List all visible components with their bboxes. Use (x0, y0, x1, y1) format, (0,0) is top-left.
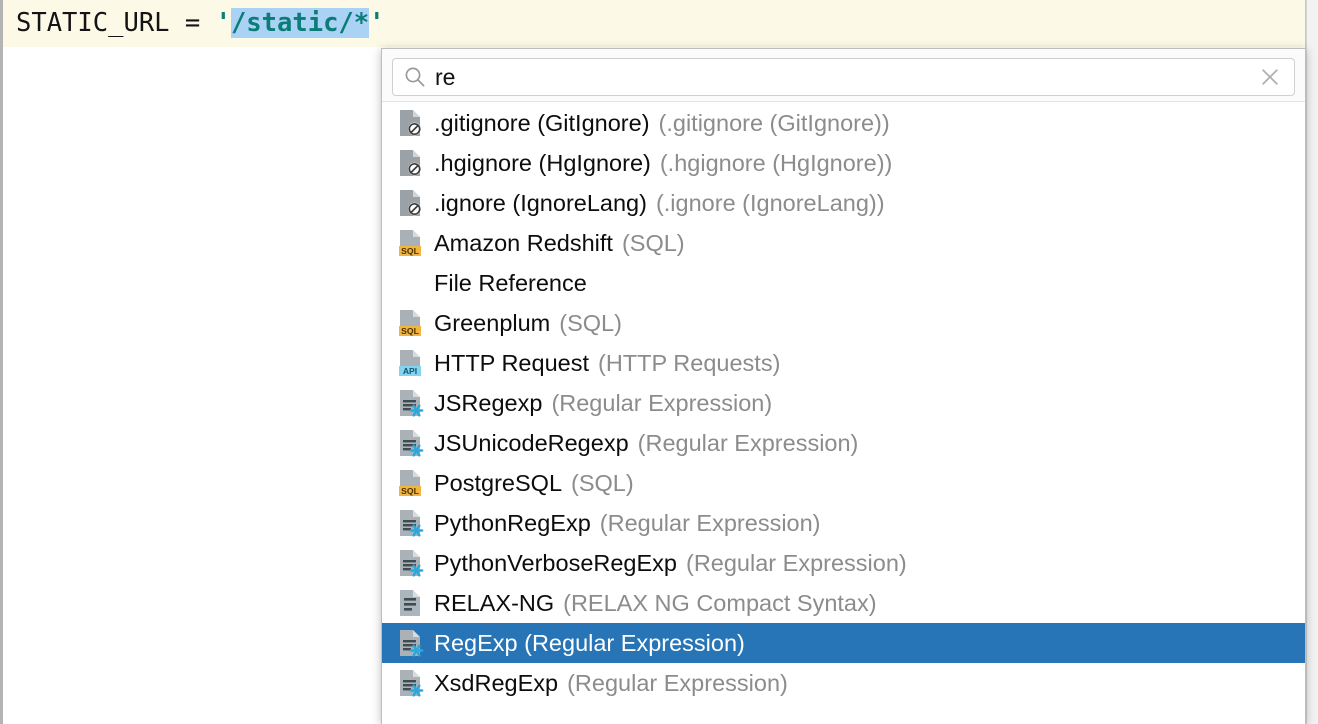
code-token-selected-string[interactable]: /static/* (230, 8, 370, 38)
list-item-name: .ignore (IgnoreLang) (434, 190, 647, 216)
list-item[interactable]: SQL Amazon Redshift (SQL) (382, 223, 1305, 263)
list-item-type: (Regular Expression) (551, 390, 773, 416)
list-item[interactable]: RELAX-NG (RELAX NG Compact Syntax) (382, 583, 1305, 623)
list-item[interactable]: .ignore (IgnoreLang) (.ignore (IgnoreLang… (382, 183, 1305, 223)
list-item[interactable]: SQL Greenplum (SQL) (382, 303, 1305, 343)
ignore-file-icon (398, 109, 424, 137)
no-icon (398, 269, 424, 297)
list-item-type: (RELAX NG Compact Syntax) (563, 590, 877, 616)
list-item-type: (.gitignore (GitIgnore)) (658, 110, 890, 136)
list-item[interactable]: JSUnicodeRegexp (Regular Expression) (382, 423, 1305, 463)
list-item[interactable]: .gitignore (GitIgnore) (.gitignore (GitIg… (382, 103, 1305, 143)
ignore-file-icon (398, 189, 424, 217)
search-icon (405, 67, 425, 87)
list-item-name: RegExp (Regular Expression) (434, 630, 745, 656)
close-icon[interactable] (1260, 67, 1280, 87)
list-item-type: (.ignore (IgnoreLang)) (655, 190, 885, 216)
list-item-type: (Regular Expression) (637, 430, 859, 456)
list-item-name: JSRegexp (434, 390, 543, 416)
relaxng-file-icon (398, 589, 424, 617)
list-item[interactable]: RegExp (Regular Expression) (382, 623, 1305, 663)
list-item-type: (SQL) (621, 230, 685, 256)
list-item-type: (SQL) (571, 470, 634, 496)
list-item-name: .gitignore (GitIgnore) (434, 110, 650, 136)
list-item-name: HTTP Request (434, 350, 589, 376)
regexp-file-icon (398, 509, 424, 537)
list-item-name: PythonRegExp (434, 510, 591, 536)
search-input[interactable] (435, 62, 1254, 92)
code-token-prefix: STATIC_URL = (16, 8, 216, 38)
svg-text:API: API (403, 366, 417, 376)
list-item-type: (HTTP Requests) (598, 350, 781, 376)
code-token-quote-close: ' (369, 8, 385, 38)
list-item-name: File Reference (434, 270, 587, 296)
list-item[interactable]: .hgignore (HgIgnore) (.hgignore (HgIgnore… (382, 143, 1305, 183)
list-item[interactable]: XsdRegExp (Regular Expression) (382, 663, 1305, 703)
sql-file-icon: SQL (398, 469, 424, 497)
caret-line-highlight (3, 0, 1305, 47)
code-token-quote-open: ' (215, 8, 231, 38)
regexp-file-icon (398, 669, 424, 697)
list-item[interactable]: File Reference (382, 263, 1305, 303)
svg-text:SQL: SQL (401, 326, 419, 336)
sql-file-icon: SQL (398, 309, 424, 337)
list-item[interactable]: PythonRegExp (Regular Expression) (382, 503, 1305, 543)
popup-search-bar (382, 49, 1305, 102)
list-item-type: (Regular Expression) (686, 550, 907, 576)
list-item-type: (Regular Expression) (567, 670, 788, 696)
api-file-icon: API (398, 349, 424, 377)
list-item-name: JSUnicodeRegexp (434, 430, 629, 456)
list-item-name: PostgreSQL (434, 470, 563, 496)
list-item[interactable]: API HTTP Request (HTTP Requests) (382, 343, 1305, 383)
list-item-type: (.hgignore (HgIgnore)) (659, 150, 893, 176)
search-field[interactable] (392, 58, 1295, 96)
code-line[interactable]: STATIC_URL = '/static/*' (16, 0, 384, 47)
regexp-file-icon (398, 629, 424, 657)
list-item-name: XsdRegExp (434, 670, 559, 696)
regexp-file-icon (398, 389, 424, 417)
list-item-name: Greenplum (434, 310, 551, 336)
svg-text:SQL: SQL (401, 486, 419, 496)
inject-language-popup[interactable]: .gitignore (GitIgnore) (.gitignore (GitIg… (381, 48, 1306, 724)
list-item[interactable]: JSRegexp (Regular Expression) (382, 383, 1305, 423)
list-item-type: (SQL) (559, 310, 622, 336)
list-item-name: RELAX-NG (434, 590, 555, 616)
regexp-file-icon (398, 549, 424, 577)
regexp-file-icon (398, 429, 424, 457)
sql-file-icon: SQL (398, 229, 424, 257)
list-item[interactable]: PythonVerboseRegExp (Regular Expression) (382, 543, 1305, 583)
list-item-name: PythonVerboseRegExp (434, 550, 677, 576)
svg-text:SQL: SQL (401, 246, 419, 256)
editor-vertical-scrollbar[interactable] (1306, 0, 1318, 724)
list-item-name: Amazon Redshift (434, 230, 613, 256)
ignore-file-icon (398, 149, 424, 177)
list-item[interactable]: SQL PostgreSQL (SQL) (382, 463, 1305, 503)
list-item-name: .hgignore (HgIgnore) (434, 150, 651, 176)
list-item-type: (Regular Expression) (599, 510, 821, 536)
language-result-list[interactable]: .gitignore (GitIgnore) (.gitignore (GitIg… (382, 103, 1305, 724)
